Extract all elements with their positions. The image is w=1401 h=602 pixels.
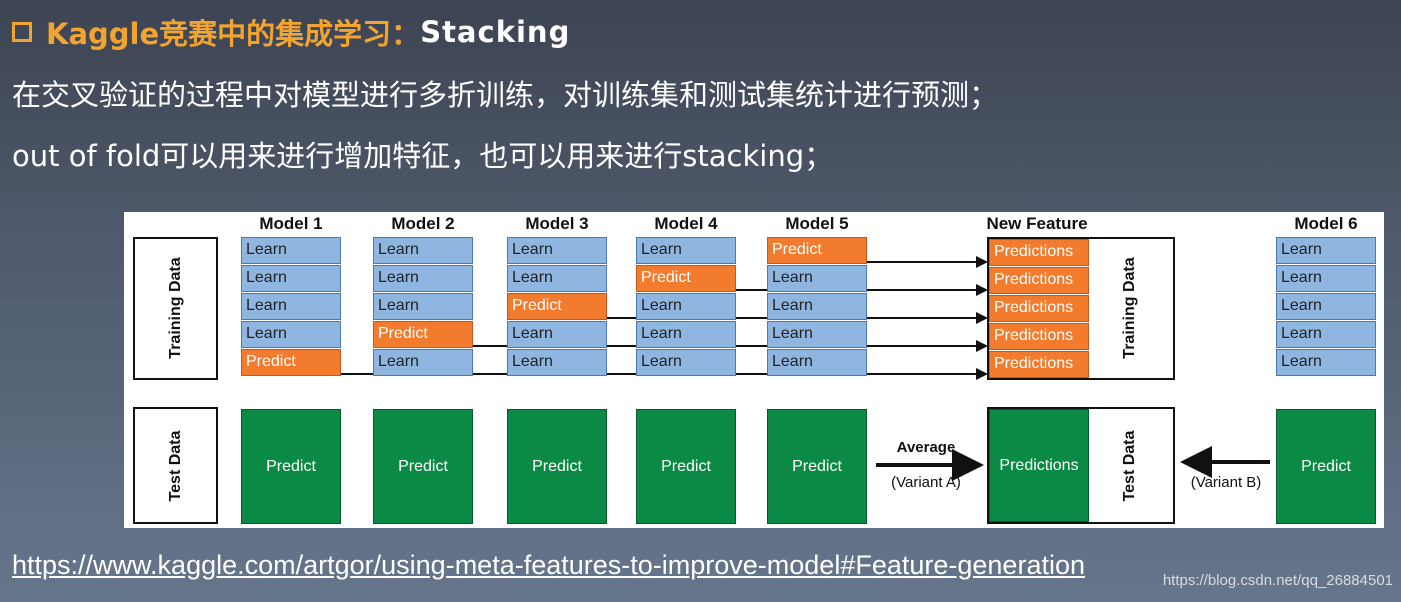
fold-predict-cell: Predict	[507, 293, 607, 320]
model-6-heading: Model 6	[1294, 214, 1358, 233]
new-feature-prediction-cell: Predictions	[989, 295, 1089, 322]
fold-learn-cell: Learn	[507, 321, 607, 348]
test-data-frame	[133, 407, 218, 524]
new-feature-prediction-cell: Predictions	[989, 351, 1089, 378]
source-link[interactable]: https://www.kaggle.com/artgor/using-meta…	[12, 550, 1085, 580]
model-6-learn-cell: Learn	[1276, 265, 1376, 292]
fold-learn-cell: Learn	[636, 349, 736, 376]
fold-predict-cell: Predict	[767, 237, 867, 264]
fold-learn-cell: Learn	[507, 265, 607, 292]
model-heading: Model 3	[525, 214, 589, 233]
new-feature-heading: New Feature	[986, 214, 1088, 233]
fold-learn-cell: Learn	[767, 293, 867, 320]
fold-predict-cell: Predict	[636, 265, 736, 292]
description-line-2: out of fold可以用来进行增加特征，也可以用来进行stacking；	[12, 139, 834, 173]
fold-learn-cell: Learn	[767, 321, 867, 348]
model-heading: Model 1	[259, 214, 323, 233]
title-separator: ：	[391, 17, 421, 51]
test-predict-block: Predict	[507, 409, 607, 524]
new-feature-test-block: Predictions	[989, 409, 1089, 522]
fold-learn-cell: Learn	[636, 321, 736, 348]
description-line-1: 在交叉验证的过程中对模型进行多折训练，对训练集和测试集统计进行预测；	[12, 78, 999, 112]
fold-predict-cell: Predict	[373, 321, 473, 348]
fold-learn-cell: Learn	[241, 265, 341, 292]
new-feature-prediction-cell: Predictions	[989, 239, 1089, 266]
variant-b-label: (Variant B)	[1190, 474, 1262, 491]
fold-predict-cell: Predict	[241, 349, 341, 376]
test-predict-block: Predict	[767, 409, 867, 524]
fold-learn-cell: Learn	[507, 237, 607, 264]
model-heading: Model 5	[785, 214, 849, 233]
fold-learn-cell: Learn	[241, 237, 341, 264]
model-6-test-block: Predict	[1276, 409, 1376, 524]
model-6-learn-cell: Learn	[1276, 321, 1376, 348]
model-6-learn-cell: Learn	[1276, 293, 1376, 320]
test-predict-block: Predict	[241, 409, 341, 524]
watermark: https://blog.csdn.net/qq_26884501	[1162, 572, 1393, 589]
fold-learn-cell: Learn	[373, 293, 473, 320]
new-feature-prediction-cell: Predictions	[989, 267, 1089, 294]
average-label: Average	[896, 439, 956, 456]
fold-learn-cell: Learn	[373, 237, 473, 264]
fold-learn-cell: Learn	[507, 349, 607, 376]
model-heading: Model 2	[391, 214, 455, 233]
training-data-frame	[133, 237, 218, 380]
test-predict-block: Predict	[373, 409, 473, 524]
test-predict-block: Predict	[636, 409, 736, 524]
variant-a-label: (Variant A)	[891, 474, 961, 491]
fold-learn-cell: Learn	[636, 293, 736, 320]
slide-title: Kaggle竞赛中的集成学习：Stacking	[12, 10, 570, 54]
title-suffix: Stacking	[420, 15, 571, 49]
checkbox-bullet-icon	[12, 22, 32, 42]
fold-learn-cell: Learn	[373, 349, 473, 376]
fold-learn-cell: Learn	[767, 265, 867, 292]
model-6-learn-cell: Learn	[1276, 237, 1376, 264]
model-heading: Model 4	[654, 214, 718, 233]
fold-learn-cell: Learn	[767, 349, 867, 376]
fold-learn-cell: Learn	[373, 265, 473, 292]
fold-learn-cell: Learn	[636, 237, 736, 264]
new-feature-prediction-cell: Predictions	[989, 323, 1089, 350]
fold-learn-cell: Learn	[241, 321, 341, 348]
fold-learn-cell: Learn	[241, 293, 341, 320]
title-main: Kaggle竞赛中的集成学习	[46, 17, 392, 51]
stacking-diagram: Training Data Test Data Training Data Te…	[124, 212, 1384, 528]
model-6-learn-cell: Learn	[1276, 349, 1376, 376]
